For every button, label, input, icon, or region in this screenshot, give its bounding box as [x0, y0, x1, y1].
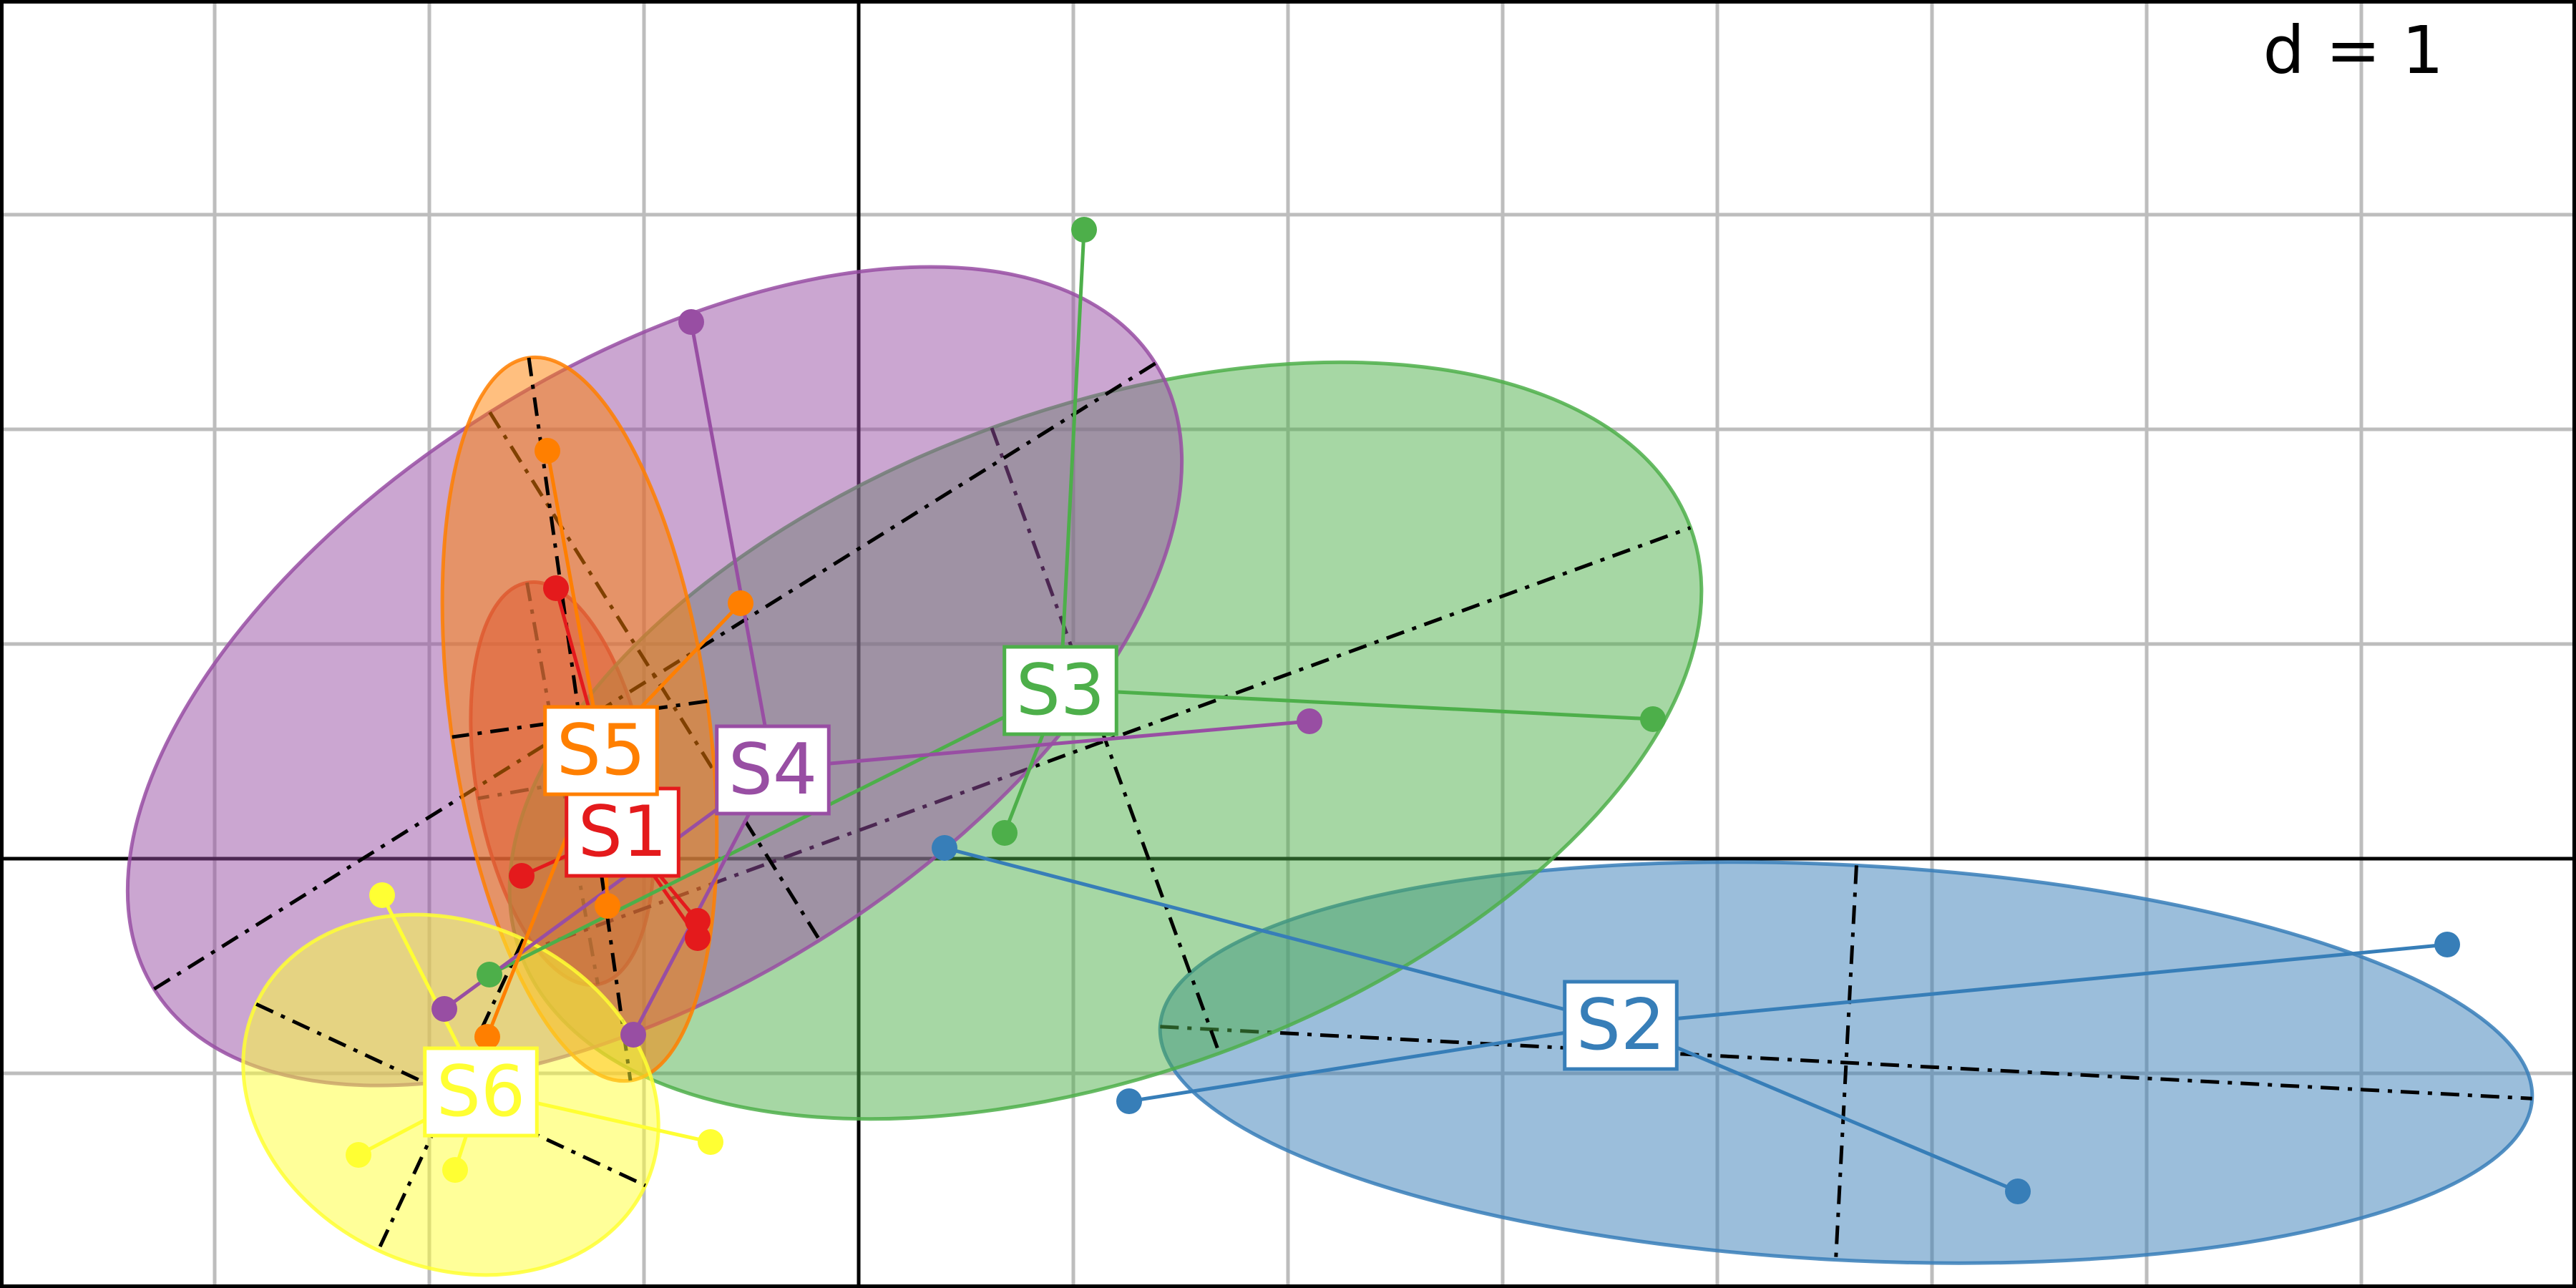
label-text-s2: S2: [1576, 985, 1666, 1066]
point-s3-3: [992, 820, 1018, 846]
link-s3-2: [1060, 687, 1654, 721]
label-box-s3: [1002, 645, 1118, 736]
label-text-s3: S3: [1016, 650, 1106, 731]
point-s4-3: [431, 996, 457, 1022]
link-s2-4: [1128, 1022, 1621, 1103]
point-s4-1: [678, 309, 704, 335]
label-s6: S6: [423, 1046, 539, 1138]
link-s4-1: [689, 321, 775, 769]
point-s5-2: [728, 590, 753, 616]
label-text-s1: S1: [578, 791, 668, 873]
label-box-s2: [1563, 980, 1679, 1071]
link-s5-1: [545, 450, 603, 750]
link-s2-2: [1620, 942, 2448, 1026]
link-s2-1: [944, 846, 1621, 1026]
label-box-s5: [543, 705, 659, 796]
point-s1-2: [509, 863, 535, 889]
point-s4-4: [620, 1022, 646, 1048]
point-s5-3: [595, 893, 620, 919]
point-s5-1: [535, 438, 560, 464]
ellipses: [125, 265, 2534, 1277]
label-s5: S5: [543, 705, 659, 796]
point-s4-2: [1297, 708, 1322, 734]
link-s3-1: [1058, 229, 1086, 690]
link-s4-2: [772, 719, 1310, 771]
point-s1-1: [543, 575, 569, 601]
point-s3-4: [477, 962, 502, 987]
point-s6-4: [442, 1157, 468, 1183]
point-s2-4: [1116, 1088, 1142, 1114]
label-box-s6: [423, 1046, 539, 1138]
point-s3-1: [1071, 217, 1097, 243]
label-text-s6: S6: [436, 1051, 526, 1133]
ellipse-minor-axis-s2: [1834, 865, 1858, 1260]
point-s5-4: [474, 1024, 500, 1050]
ellipse-major-axis-s2: [1160, 1025, 2532, 1101]
label-text-s4: S4: [728, 729, 818, 811]
scale-label: d = 1: [2263, 12, 2444, 89]
point-s2-1: [932, 835, 957, 861]
label-box-s4: [715, 724, 831, 816]
label-s2: S2: [1563, 980, 1679, 1071]
point-s3-2: [1640, 706, 1666, 732]
point-s6-1: [369, 882, 395, 908]
point-s1-4: [685, 925, 711, 951]
label-s4: S4: [715, 724, 831, 816]
label-text-s5: S5: [557, 710, 646, 791]
label-s1: S1: [565, 786, 680, 878]
link-s3-4: [488, 687, 1062, 977]
label-s3: S3: [1002, 645, 1118, 736]
link-s2-3: [1620, 1022, 2019, 1194]
point-s2-3: [2005, 1179, 2031, 1204]
points: [346, 217, 2460, 1204]
point-s6-2: [698, 1129, 723, 1155]
point-s2-2: [2434, 932, 2460, 957]
point-s6-3: [346, 1142, 371, 1168]
